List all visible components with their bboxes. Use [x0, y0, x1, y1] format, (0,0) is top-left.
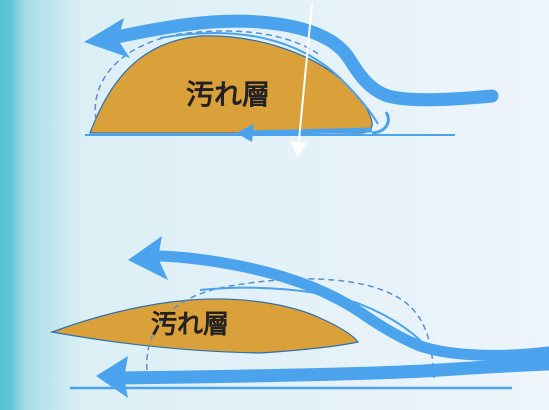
upper-flow-arrow-head: [84, 18, 130, 58]
lower-flow-arrow-head: [128, 236, 168, 280]
lower-thin-flow-line: [199, 286, 425, 345]
lower-dirt-layer-label: 汚れ層: [151, 310, 229, 340]
upper-white-pointer: [290, 3, 313, 158]
lower-underflow-arrow-head: [96, 356, 128, 398]
lower-dirt-layer: [49, 298, 360, 354]
upper-underflow-arrow: [249, 127, 373, 136]
upper-thin-flow-line: [159, 32, 379, 125]
lower-dashed-outline: [146, 278, 435, 381]
upper-underflow-curl: [371, 111, 390, 135]
lower-flow-arrow-body: [149, 250, 549, 361]
upper-diagram: 汚れ層: [84, 3, 499, 158]
upper-dirt-layer-label: 汚れ層: [186, 78, 270, 111]
upper-flow-arrow-body: [105, 14, 499, 107]
lower-diagram: 汚れ層: [49, 236, 549, 398]
upper-underflow-arrow-head: [236, 124, 254, 142]
upper-dashed-outline: [94, 30, 321, 121]
lower-underflow-arrow-body: [111, 357, 549, 385]
left-water-strip: [0, 0, 14, 410]
